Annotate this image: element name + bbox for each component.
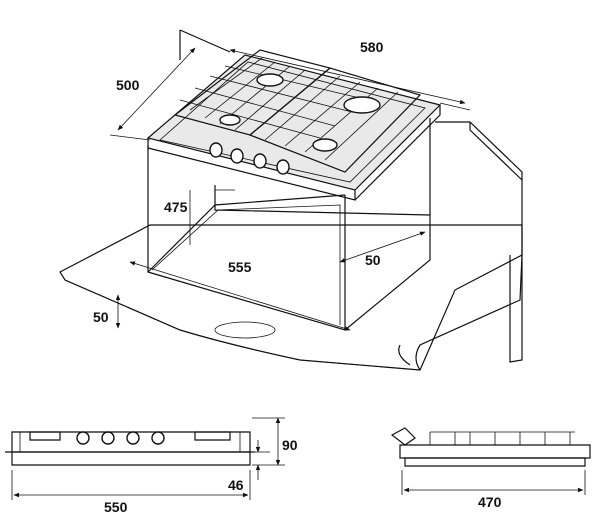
dim-counter-edge: 50 — [93, 309, 109, 325]
burner-rear-right — [343, 96, 381, 114]
dim-top-width: 580 — [360, 39, 384, 55]
burner-front-right — [312, 138, 338, 152]
burner-front-left — [219, 114, 241, 126]
dimension-lines — [109, 47, 471, 331]
dim-rear-clearance: 50 — [365, 252, 381, 268]
side-view — [390, 427, 591, 495]
back-wall — [179, 29, 523, 363]
dim-front-height: 90 — [282, 437, 298, 453]
hob-top — [146, 54, 442, 201]
dim-side-depth: 470 — [478, 494, 502, 510]
dim-front-width: 550 — [104, 499, 128, 515]
burner-rear-left — [256, 73, 284, 87]
control-knobs — [209, 142, 290, 175]
front-view — [5, 417, 285, 500]
dim-cutout-width: 555 — [228, 259, 252, 275]
dim-cutout-depth: 475 — [164, 199, 188, 215]
countertop — [59, 224, 523, 371]
dim-front-below: 46 — [228, 477, 244, 493]
dim-top-depth: 500 — [116, 77, 140, 93]
